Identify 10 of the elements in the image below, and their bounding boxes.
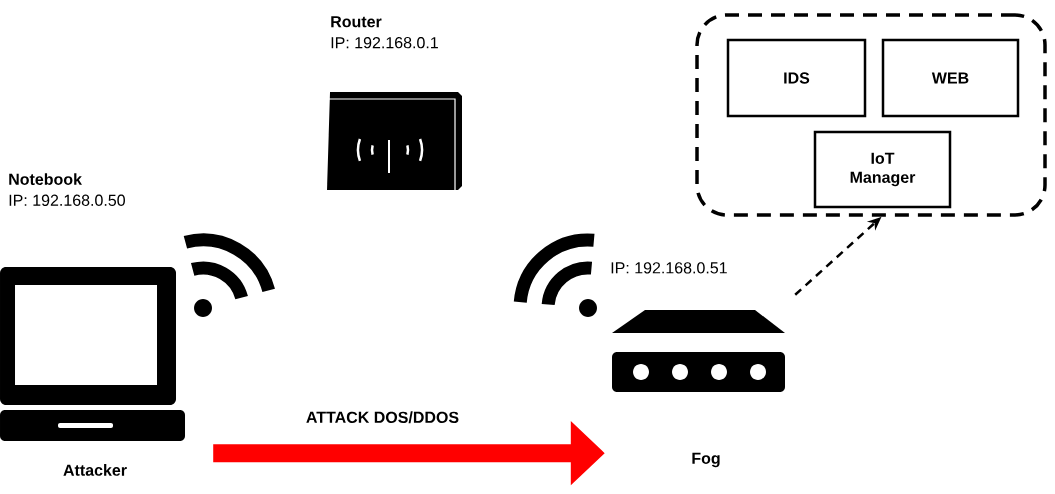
device-label: Notebook IP: 192.168.0.50 [9, 173, 125, 206]
device-label: Router IP: 192.168.0.1 [331, 16, 438, 49]
service-box: IDS [726, 38, 867, 118]
edge-label: ATTACK DOS/DDOS [303, 409, 462, 426]
group-outline [695, 13, 1047, 217]
service-box: WEB [881, 38, 1020, 118]
device-caption: Fog [692, 452, 720, 468]
device-caption: Attacker [63, 464, 127, 476]
service-box: IoT Manager [813, 130, 952, 209]
device-label: IP: 192.168.0.51 [611, 262, 727, 274]
